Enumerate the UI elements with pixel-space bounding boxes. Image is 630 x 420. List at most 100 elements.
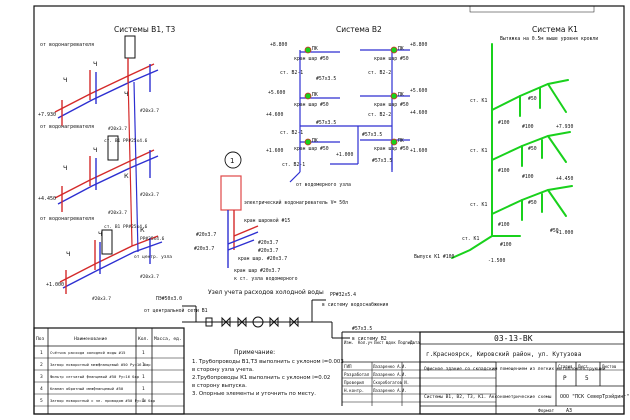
k1-riser-0: ст. К1 (470, 98, 487, 104)
stamp-role-3: Н.контр. (344, 388, 364, 393)
t3-pipe-floor1 (62, 241, 163, 289)
b2-crane-5: кран шар #50 (374, 146, 409, 152)
spec-row-3-name: Клапан обратный межфланцевый #50 (50, 386, 124, 391)
b1-label-1: от водонагревателя (40, 124, 94, 130)
spec-row-0-pos: 1 (40, 350, 43, 356)
stamp-format-label: Формат (538, 408, 555, 414)
b2-crane-0: кран шар #50 (294, 56, 329, 62)
k1-outlet-label: Выпуск К1 #100 (414, 254, 455, 260)
unit-1-bottom: кран шар #20х3.7 (234, 268, 280, 274)
stamp-role-2: Проверил (344, 380, 365, 385)
unit-1-dim-0: #20х3.7 (196, 232, 216, 238)
b1-riser-mark: РР#25х4.6 (140, 236, 165, 242)
unit-1-dim-3: #20х3.7 (258, 248, 278, 254)
k1-riser-1: ст. К1 (470, 148, 487, 154)
t3-riser (133, 81, 139, 253)
spec-row-1-pos: 2 (40, 362, 43, 368)
stamp-format: А3 (566, 408, 572, 414)
b2-pk-5: ПК (398, 138, 404, 144)
b2-level-right-3: +1.600 (410, 148, 427, 154)
spec-row-3-qty: 1 (142, 386, 145, 392)
unit-1-number: 1 (230, 157, 234, 165)
b1-dim-2: #20х3.7 (108, 210, 127, 216)
unit-1: 1 электрический водонагреватель V= 50л к… (194, 151, 348, 282)
b1-label-0: от водонагревателя (40, 42, 94, 48)
unit-1-shower: кран шар. #20х3.7 (238, 256, 287, 262)
spec-row-0-name: Счётчик расхода холодной воды #15 (50, 350, 125, 355)
stamp-sheet: 5 (585, 375, 589, 382)
notes-line-2: 2.Трубопроводы К1 выполнить с уклоном i=… (192, 375, 330, 381)
spec-header-mass: Масса, ед. (154, 336, 182, 342)
stamp-name-1: Лазаренко А.И. (373, 372, 407, 377)
b2-riser-4: ст. В2-1 (282, 162, 305, 168)
t3-pipe-floor2 (57, 155, 159, 205)
k1-level-0: +7.930 (556, 124, 573, 130)
b2-pk-0: ПК (312, 46, 318, 52)
k1-dim-5: #50 (528, 146, 537, 152)
spec-row-2-name: Фильтр сетчатый фланцевый #50 Ру=16 бар (50, 374, 140, 379)
b1-riser (127, 75, 133, 247)
system-k1: Система К1 Вытяжка на 0.5м выше уровня к… (414, 25, 598, 264)
b1-pipe-floor3 (54, 63, 155, 113)
notes-line-1: в сторону узла учета. (192, 367, 254, 373)
k1-dim-9: #100 (500, 242, 512, 248)
stamp-name-0: Лазаренко А.И. (373, 364, 407, 369)
heading-b1t3: Системы В1, Т3 (114, 25, 175, 34)
b1-riser-label-a: ст. В1 РР#25х4.6 (104, 138, 148, 144)
b2-dim-2: #57х3.5 (362, 132, 382, 138)
k1-riser-2: ст. К1 (470, 202, 487, 208)
stamp-stage-label: Стадия (558, 364, 572, 369)
b1-dim-1: #20х3.7 (140, 108, 159, 114)
b2-pk-4: ПК (312, 138, 318, 144)
k1-outlet (451, 235, 493, 259)
b2-level-left-1: +5.600 (268, 90, 285, 96)
stamp-sheets-label: Листов (602, 364, 616, 369)
k1-dim-1: #100 (522, 124, 534, 130)
unit-1-dim-1: #20х3.7 (194, 246, 214, 252)
b2-level-right-1: +5.600 (410, 88, 427, 94)
b2-level-left-4: +1.000 (336, 152, 353, 158)
notes-block: Примечание: 1. Трубопроводы В1,Т3 выполн… (192, 349, 344, 397)
b2-dim-1: #57х3.5 (316, 120, 336, 126)
svg-text:Ч: Ч (124, 90, 128, 98)
heading-b2: Система В2 (336, 25, 382, 34)
svg-text:К: К (124, 172, 129, 180)
spec-row-4-qty: 1 (142, 398, 145, 404)
unit-1-heater (220, 175, 242, 211)
b2-riser-3: ст. В2-2 (368, 112, 391, 118)
meter-title: Узел учета расходов холодной воды (208, 289, 324, 296)
b2-dim-3: #57х3.5 (372, 158, 392, 164)
stamp-name-2: Скоробогатов И. (373, 380, 409, 385)
spec-row-4-name: Затвор поворотный с эл. приводом #50 Ру=… (50, 398, 156, 403)
b2-riser-1: ст. В2-2 (368, 70, 391, 76)
stamp-col-0: Изм. (344, 340, 354, 345)
unit-1-valve: кран шаровой #15 (244, 218, 290, 224)
spec-header-qty: Кол. (138, 336, 149, 342)
b1-dim-0: #20х3.7 (108, 126, 127, 132)
stamp-col-2: Лист (374, 340, 384, 345)
meter-pipe: РР#32х5.4 (330, 292, 356, 298)
b2-level-right-0: +8.800 (410, 42, 427, 48)
meter-to-b1: в систему водоснабжения (322, 301, 389, 308)
stamp-company: ООО "ПСК СеверТрэйдинг" (560, 394, 629, 400)
svg-text:К: К (140, 226, 145, 234)
k1-dim-6: #50 (528, 200, 537, 206)
b2-level-left-2: +4.600 (266, 112, 283, 118)
b2-riser-2: ст. В2-1 (280, 130, 303, 136)
meter-to-b2: в систему В2 (352, 336, 387, 342)
system-b1-t3: Системы В1, Т3 (38, 25, 175, 302)
b2-crane-3: кран шар #50 (374, 102, 409, 108)
heater-box-top (124, 35, 136, 59)
k1-dim-0: #100 (498, 120, 510, 126)
stamp-role-1: Разработал (344, 372, 370, 377)
b1-level-2: +1.000 (46, 282, 64, 288)
svg-text:Ч: Ч (63, 76, 67, 84)
meter-size: #57х3.5 (352, 326, 372, 332)
b2-level-left-3: +1.600 (266, 148, 283, 154)
k1-dim-2: #100 (498, 168, 510, 174)
system-b2: Система В2 ПК ПК ПК (266, 25, 427, 188)
k1-dim-4: #50 (528, 96, 537, 102)
unit-1-dim-2: #20х3.7 (258, 240, 278, 246)
spec-row-4-pos: 5 (40, 398, 43, 404)
